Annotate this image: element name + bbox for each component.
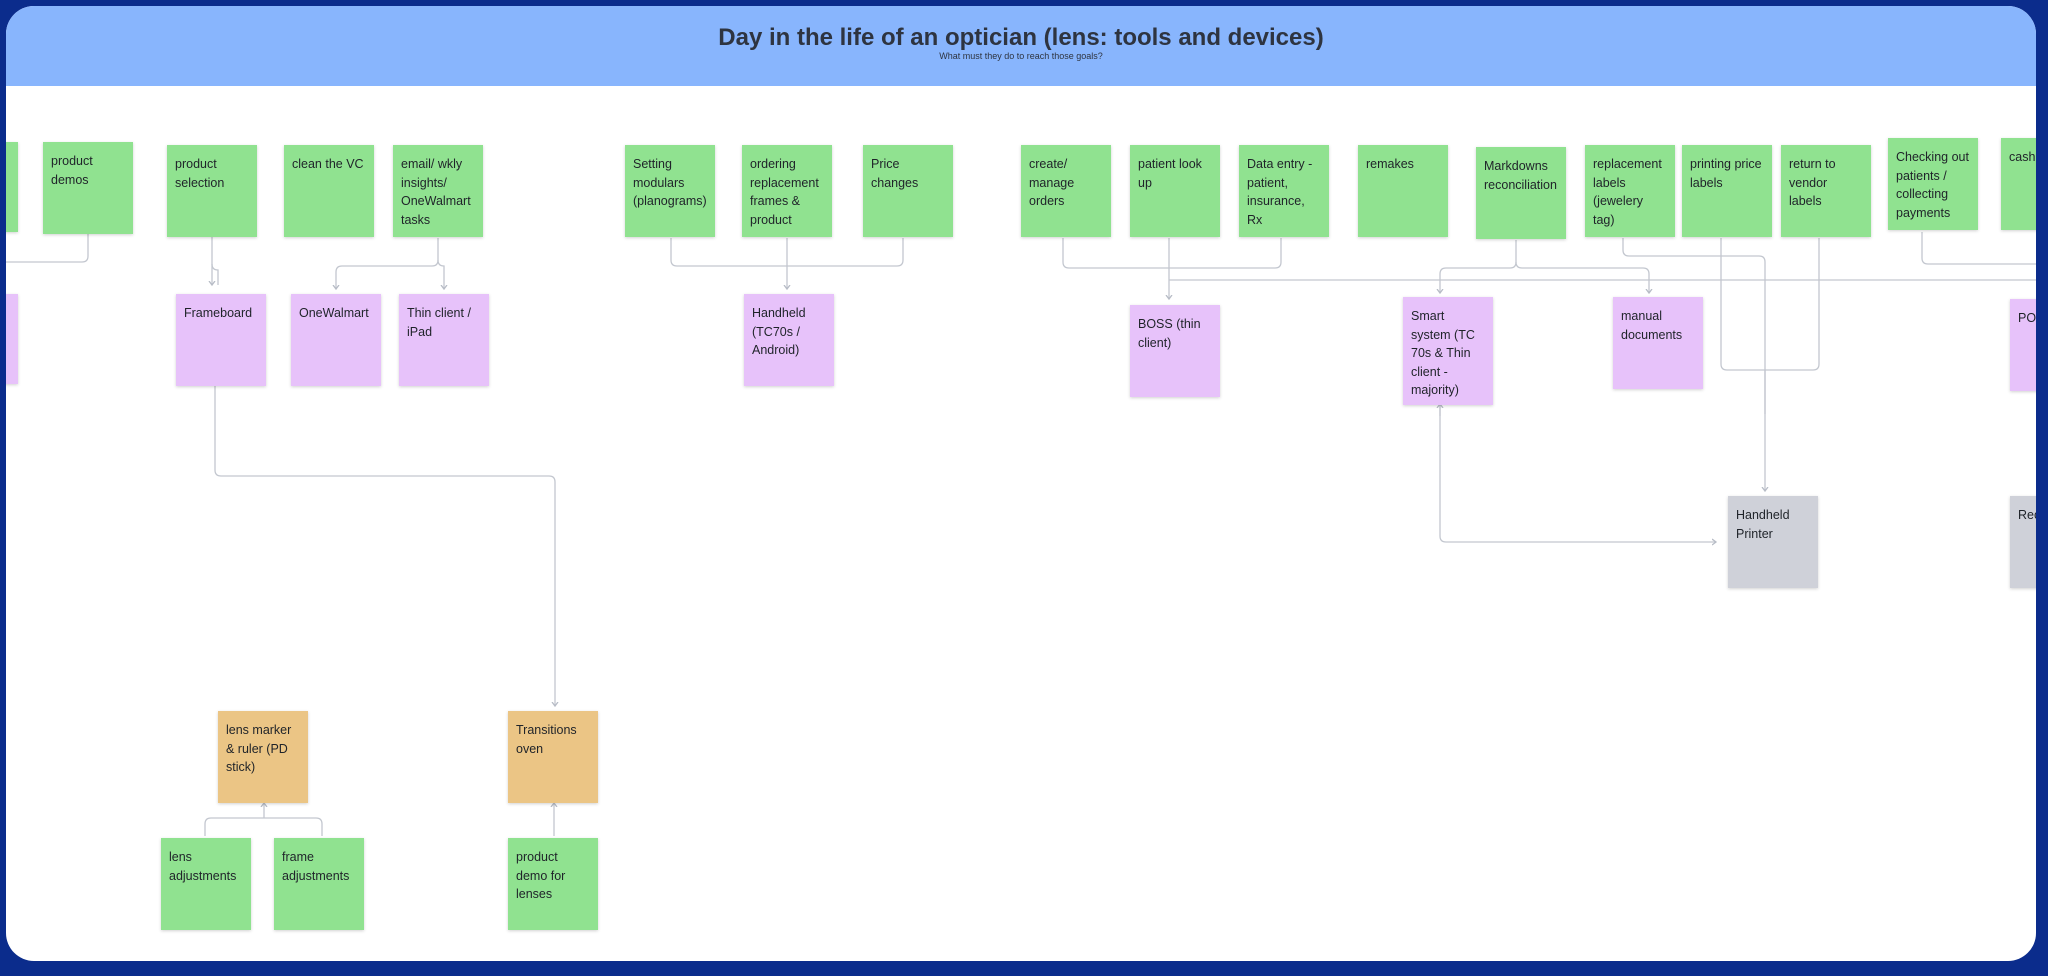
note-partial-left-green [6, 142, 18, 232]
note-return-vendor-labels: return to vendor labels [1781, 145, 1871, 237]
note-cash-partial: cash [2001, 138, 2036, 230]
diagram-subtitle: What must they do to reach those goals? [939, 51, 1103, 61]
note-handheld-tc70: Handheld (TC70s / Android) [744, 294, 834, 386]
note-ordering-frames: ordering replacement frames & product [742, 145, 832, 237]
note-frameboard: Frameboard [176, 294, 266, 386]
note-boss: BOSS (thin client) [1130, 305, 1220, 397]
note-lens-adjustments: lens adjustments [161, 838, 251, 930]
note-manual-documents: manual documents [1613, 297, 1703, 389]
note-email-insights: email/ wkly insights/ OneWalmart tasks [393, 145, 483, 237]
note-checking-out: Checking out patients / collecting payme… [1888, 138, 1978, 230]
note-replacement-labels: replacement labels (jewelery tag) [1585, 145, 1675, 237]
note-product-demos: product demos [43, 142, 133, 234]
note-smart-system: Smart system (TC 70s & Thin client - maj… [1403, 297, 1493, 405]
note-create-orders: create/ manage orders [1021, 145, 1111, 237]
header-band: Day in the life of an optician (lens: to… [6, 6, 2036, 86]
note-frame-adjustments: frame adjustments [274, 838, 364, 930]
note-thin-client-ipad: Thin client / iPad [399, 294, 489, 386]
note-partial-left-purple [6, 294, 18, 384]
note-transitions-oven: Transitions oven [508, 711, 598, 803]
note-price-changes: Price changes [863, 145, 953, 237]
note-clean-vc: clean the VC [284, 145, 374, 237]
note-remakes: remakes [1358, 145, 1448, 237]
diagram-title: Day in the life of an optician (lens: to… [718, 24, 1324, 51]
note-setting-modulars: Setting modulars (planograms) [625, 145, 715, 237]
connector-lines [6, 232, 2036, 836]
note-data-entry: Data entry - patient, insurance, Rx [1239, 145, 1329, 237]
note-receipt-printer-partial: Rec Prin [2010, 496, 2036, 588]
note-onewalmart: OneWalmart [291, 294, 381, 386]
note-markdowns: Markdowns reconciliation [1476, 147, 1566, 239]
note-product-selection: product selection [167, 145, 257, 237]
note-lens-marker: lens marker & ruler (PD stick) [218, 711, 308, 803]
note-product-demo-lenses: product demo for lenses [508, 838, 598, 930]
note-printing-price-labels: printing price labels [1682, 145, 1772, 237]
note-handheld-printer: Handheld Printer [1728, 496, 1818, 588]
note-pos-partial: POS (re [2010, 299, 2036, 391]
diagram-canvas: Day in the life of an optician (lens: to… [6, 6, 2036, 961]
note-patient-lookup: patient look up [1130, 145, 1220, 237]
